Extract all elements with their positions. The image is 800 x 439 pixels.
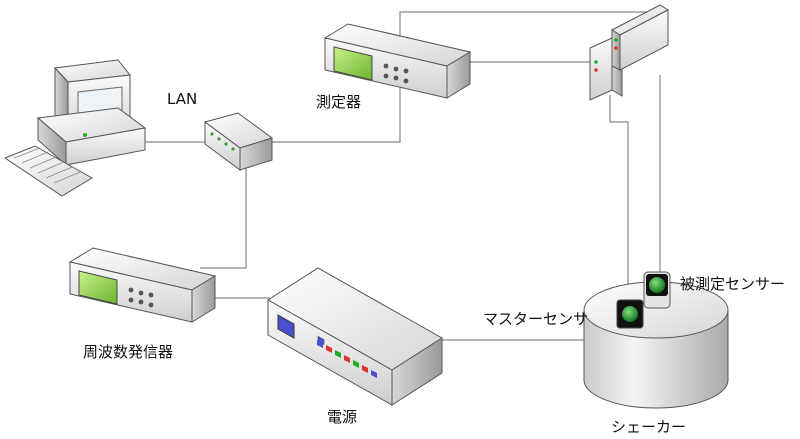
- test-sensor-label: 被測定センサー: [680, 275, 786, 293]
- power-label: 電源: [327, 408, 358, 426]
- shaker-label: シェーカー: [611, 418, 687, 436]
- pc-computer: [3, 59, 147, 197]
- generator-label: 周波数発信器: [83, 343, 174, 361]
- master-sensor-device: [616, 299, 644, 329]
- line-sensor-a-down: [609, 95, 629, 298]
- lan-hub: [203, 112, 274, 171]
- lan-label: LAN: [167, 90, 198, 108]
- master-sensor-label: マスターセンサ: [483, 310, 589, 328]
- frequency-generator-device: [68, 247, 217, 323]
- measurer-device: [323, 23, 472, 99]
- measurer-label: 測定器: [316, 93, 362, 111]
- sensor-module-b: [610, 4, 670, 71]
- power-supply-device: [267, 267, 443, 406]
- line-lan-generator: [200, 165, 247, 269]
- connection-lines: [140, 11, 661, 341]
- test-sensor-device: [643, 271, 671, 309]
- line-lan-measurer: [270, 85, 401, 143]
